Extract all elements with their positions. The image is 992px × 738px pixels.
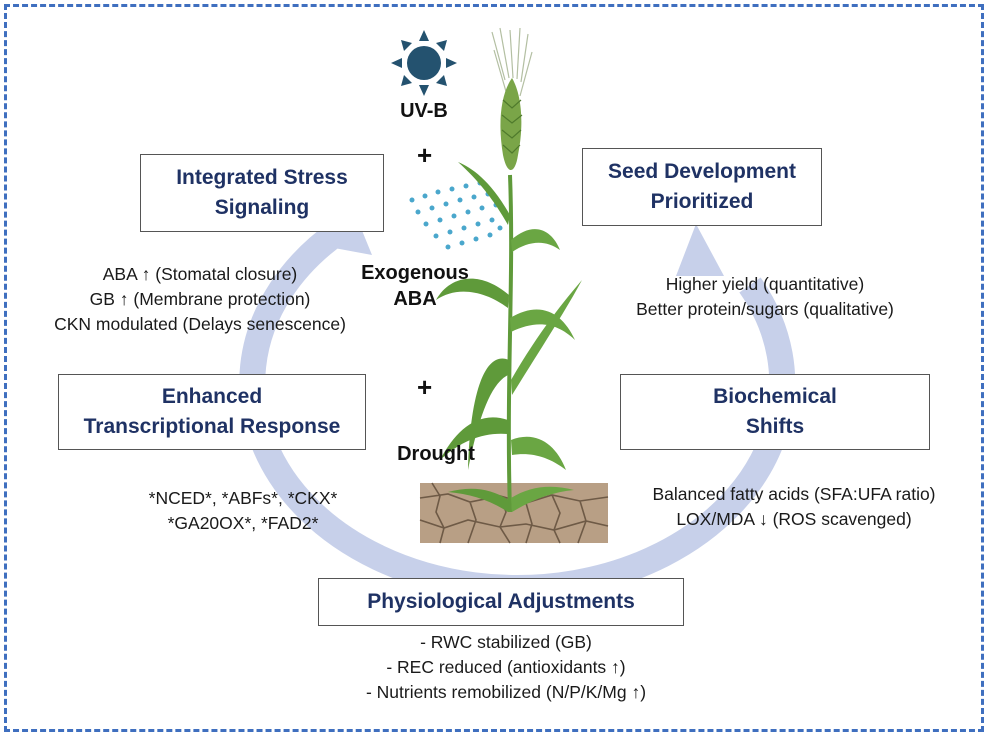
biochemical-notes: Balanced fatty acids (SFA:UFA ratio) LOX… [606, 482, 982, 532]
integrated-stress-signaling-title-2: Signaling [214, 196, 310, 219]
seed-development-box: Seed Development Prioritized [582, 148, 822, 226]
seed-note-quality: Better protein/sugars (qualitative) [636, 299, 894, 319]
enhanced-transcriptional-response-box: Enhanced Transcriptional Response [58, 374, 366, 450]
uvb-label: UV-B [400, 100, 448, 122]
diagram-frame [4, 4, 984, 732]
seed-development-title-2: Prioritized [650, 190, 754, 213]
biochemical-shifts-box: Biochemical Shifts [620, 374, 930, 450]
exogenous-aba-label: Exogenous ABA [352, 260, 478, 312]
plus-sign-lower: + [417, 372, 433, 402]
integrated-stress-signaling-title-1: Integrated Stress [176, 166, 348, 189]
biochemical-title-1: Biochemical [713, 385, 837, 408]
exogenous-aba-line-1: Exogenous [361, 262, 469, 284]
signaling-note-ckn: CKN modulated (Delays senescence) [54, 314, 346, 334]
physiological-adjustments-box: Physiological Adjustments [318, 578, 684, 626]
transcriptional-title-1: Enhanced [161, 385, 263, 408]
seed-development-title-1: Seed Development [608, 160, 796, 183]
seed-note-yield: Higher yield (quantitative) [665, 274, 865, 294]
plus-sign-upper: + [417, 140, 433, 170]
exogenous-aba-line-2: ABA [393, 288, 437, 310]
physiological-title: Physiological Adjustments [367, 590, 635, 613]
physiological-note-rec: - REC reduced (antioxidants ↑) [386, 657, 626, 677]
seed-development-notes: Higher yield (quantitative) Better prote… [580, 272, 950, 322]
cracked-soil-icon [419, 482, 609, 544]
biochemical-note-fatty-acids: Balanced fatty acids (SFA:UFA ratio) [652, 484, 936, 504]
transcriptional-note-genes-1: *NCED*, *ABFs*, *CKX* [148, 488, 338, 508]
biochemical-title-2: Shifts [745, 415, 805, 438]
transcriptional-title-2: Transcriptional Response [83, 415, 341, 438]
transcriptional-note-genes-2: *GA20OX*, *FAD2* [167, 513, 319, 533]
sun-icon [391, 30, 457, 96]
physiological-note-rwc: - RWC stabilized (GB) [420, 632, 592, 652]
wheat-plant-icon [436, 27, 582, 513]
signaling-note-aba: ABA ↑ (Stomatal closure) [102, 264, 298, 284]
biochemical-note-lox: LOX/MDA ↓ (ROS scavenged) [676, 509, 912, 529]
signaling-note-gb: GB ↑ (Membrane protection) [89, 289, 311, 309]
physiological-notes: - RWC stabilized (GB) - REC reduced (ant… [296, 630, 716, 705]
physiological-note-nutrients: - Nutrients remobilized (N/P/K/Mg ↑) [365, 682, 647, 702]
integrated-stress-signaling-box: Integrated Stress Signaling [140, 154, 384, 232]
integrated-signaling-notes: ABA ↑ (Stomatal closure) GB ↑ (Membrane … [10, 262, 390, 337]
drought-label: Drought [397, 443, 475, 465]
transcriptional-notes: *NCED*, *ABFs*, *CKX* *GA20OX*, *FAD2* [108, 486, 378, 536]
